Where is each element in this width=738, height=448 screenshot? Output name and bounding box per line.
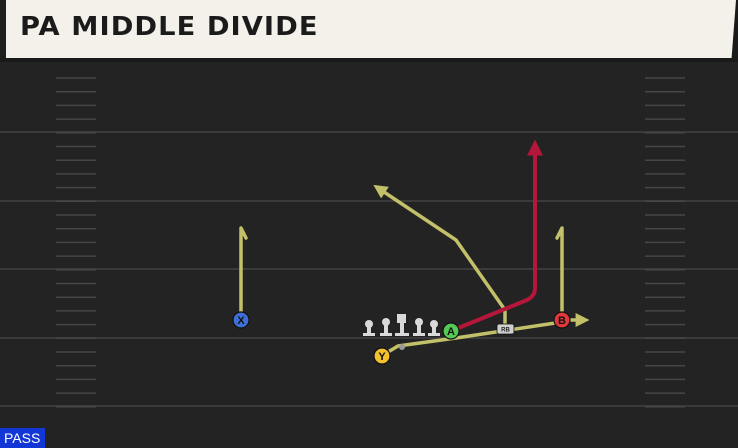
lineman-icon	[363, 320, 375, 336]
player-b[interactable]: B	[553, 311, 571, 329]
offensive-line	[363, 314, 440, 336]
player-y-icon	[373, 347, 391, 365]
routes	[239, 139, 590, 357]
route-b-comeback	[555, 226, 564, 322]
player-a[interactable]: A	[442, 322, 460, 340]
play-title: PA MIDDLE DIVIDE	[20, 12, 319, 42]
player-b-icon	[553, 311, 571, 329]
player-y[interactable]: Y	[373, 347, 391, 365]
route-a-primary	[449, 139, 543, 333]
player-rb-label: RB	[501, 328, 510, 334]
qb-marker	[399, 344, 405, 350]
center-icon	[395, 314, 409, 336]
player-x-label: X	[237, 315, 245, 327]
title-plate	[0, 0, 736, 58]
player-rb[interactable]: RB	[496, 323, 515, 335]
title-bar: PA MIDDLE DIVIDE	[0, 0, 738, 62]
lineman-icon	[428, 320, 440, 336]
player-b-label: B	[558, 315, 566, 327]
hash-marks-left	[56, 77, 96, 408]
player-rb-icon	[496, 323, 515, 335]
player-a-label: A	[447, 326, 455, 338]
player-x[interactable]: X	[232, 311, 250, 329]
yard-lines	[0, 131, 738, 407]
route-x-comeback	[239, 226, 248, 320]
route-rb-corner	[373, 184, 507, 325]
lineman-icon	[413, 318, 425, 336]
player-a-icon	[442, 322, 460, 340]
play-type-badge: PASS	[0, 428, 46, 448]
lineman-icon	[380, 318, 392, 336]
title-accent	[0, 0, 6, 58]
player-x-icon	[232, 311, 250, 329]
hash-marks-right	[645, 77, 685, 408]
player-y-label: Y	[378, 351, 386, 363]
